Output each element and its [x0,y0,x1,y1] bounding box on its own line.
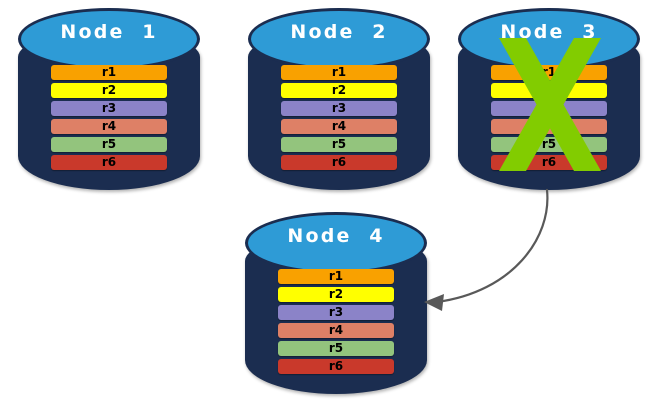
node-1-row-r6: r6 [51,155,167,170]
node-2-row-r5: r5 [281,137,397,152]
node-4-row-r6: r6 [278,359,394,374]
node-4-rows: r1 r2 r3 r4 r5 r6 [278,269,394,374]
node-3-row-r3: r3 [491,101,607,116]
node-1-rows: r1 r2 r3 r4 r5 r6 [51,65,167,170]
node-2-cylinder-top [248,8,430,70]
node-1-row-r2: r2 [51,83,167,98]
node-3-label: Node 3 [500,21,598,43]
node-3-row-r4: r4 [491,119,607,134]
node-4-row-r5: r5 [278,341,394,356]
node-2[interactable]: Node 2 r1 r2 r3 r4 r5 r6 [248,8,430,190]
node-4-label: Node 4 [287,225,385,247]
node-2-row-r4: r4 [281,119,397,134]
node-4-row-r4: r4 [278,323,394,338]
arrow-curve [435,188,549,304]
node-1-cylinder-top [18,8,200,70]
node-1-row-r5: r5 [51,137,167,152]
node-3[interactable]: Node 3 r1 r2 r3 r4 r5 r6 [458,8,640,190]
node-2-rows: r1 r2 r3 r4 r5 r6 [281,65,397,170]
node-1-label: Node 1 [60,21,158,43]
node-1-row-r1: r1 [51,65,167,80]
node-3-rows: r1 r2 r3 r4 r5 r6 [491,65,607,170]
node-4-row-r2: r2 [278,287,394,302]
node-2-row-r2: r2 [281,83,397,98]
node-2-label: Node 2 [290,21,388,43]
node-4-row-r1: r1 [278,269,394,284]
node-3-row-r1: r1 [491,65,607,80]
node-4-row-r3: r3 [278,305,394,320]
node-2-row-r3: r3 [281,101,397,116]
node-3-row-r6: r6 [491,155,607,170]
node-1-row-r4: r4 [51,119,167,134]
arrow-head-icon [424,294,444,311]
node-2-row-r1: r1 [281,65,397,80]
node-3-row-r2: r2 [491,83,607,98]
node-1-row-r3: r3 [51,101,167,116]
node-4[interactable]: Node 4 r1 r2 r3 r4 r5 r6 [245,212,427,394]
node-4-cylinder-top [245,212,427,274]
node-1[interactable]: Node 1 r1 r2 r3 r4 r5 r6 [18,8,200,190]
node-3-row-r5: r5 [491,137,607,152]
node-2-row-r6: r6 [281,155,397,170]
